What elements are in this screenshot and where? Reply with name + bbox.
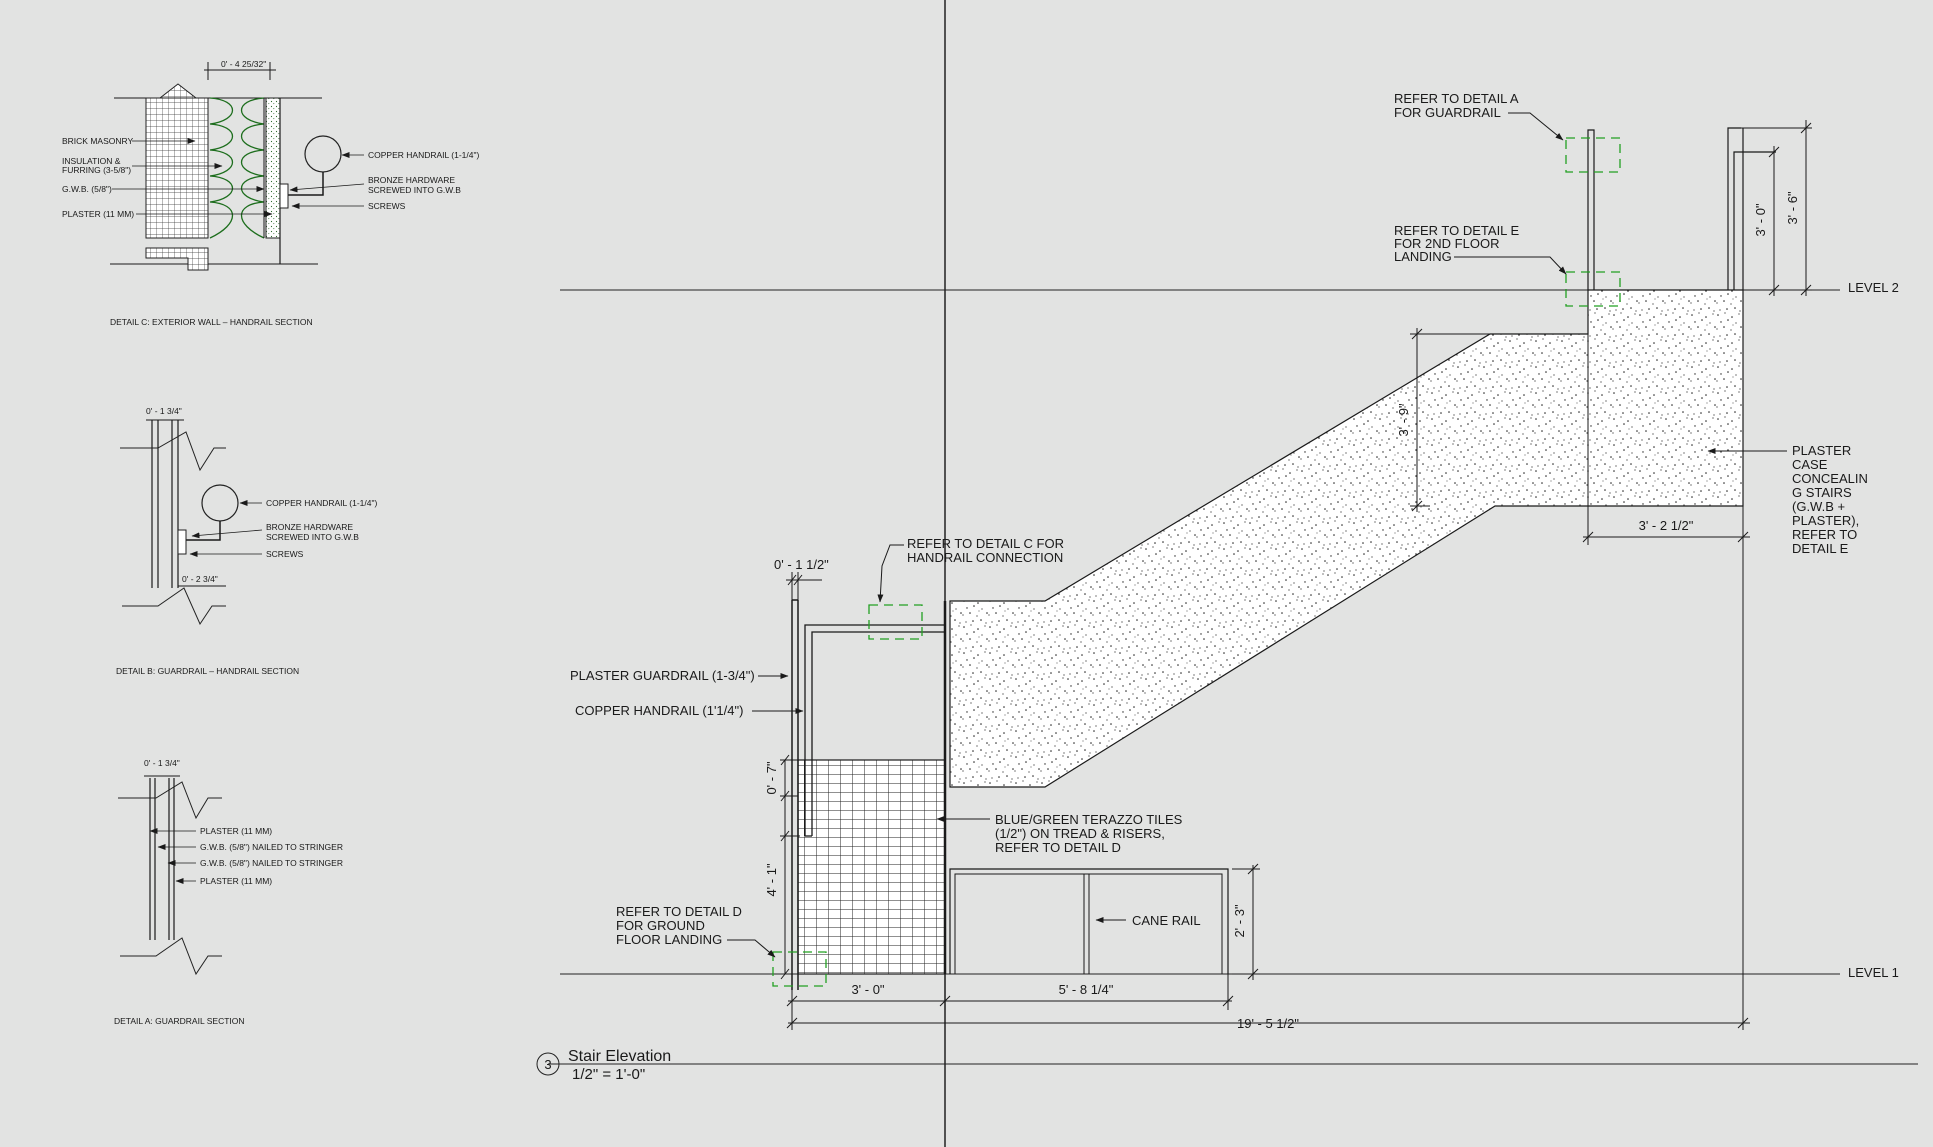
leader-detail-d xyxy=(727,939,776,958)
detail-c-label-plaster: PLASTER (11 MM) xyxy=(62,209,134,219)
note-plaster-guardrail: PLASTER GUARDRAIL (1-3/4") xyxy=(570,668,755,683)
dim-0-1-1-2: 0' - 1 1/2" xyxy=(774,557,829,572)
detail-c-label-hardware: BRONZE HARDWARE SCREWED INTO G.W.B xyxy=(368,175,461,195)
detail-b xyxy=(120,419,263,626)
note-copper-handrail: COPPER HANDRAIL (1'1/4") xyxy=(575,703,743,718)
level-2-label: LEVEL 2 xyxy=(1848,280,1899,295)
note-plaster-case: PLASTER CASE CONCEALIN G STAIRS (G.W.B +… xyxy=(1792,443,1871,556)
detail-c-dim: 0' - 4 25/32" xyxy=(221,59,266,69)
detail-b-dim-bottom: 0' - 2 3/4" xyxy=(182,574,218,584)
note-terrazzo: BLUE/GREEN TERAZZO TILES (1/2") ON TREAD… xyxy=(995,812,1186,855)
copper-handrail xyxy=(804,624,945,836)
detail-c-label-screws: SCREWS xyxy=(368,201,406,211)
leader-detail-a xyxy=(1508,112,1564,141)
title-number: 3 xyxy=(544,1057,551,1072)
detail-c-label-handrail: COPPER HANDRAIL (1-1/4") xyxy=(368,150,480,160)
leader-detail-e xyxy=(1454,256,1567,275)
detail-a-label-plaster-1: PLASTER (11 MM) xyxy=(200,826,272,836)
dim-3-9: 3' - 9" xyxy=(1396,403,1411,436)
note-detail-e: REFER TO DETAIL E FOR 2ND FLOOR LANDING xyxy=(1394,223,1523,264)
detail-a-caption: DETAIL A: GUARDRAIL SECTION xyxy=(114,1016,245,1026)
detail-a-dim: 0' - 1 3/4" xyxy=(144,758,180,768)
dim-0-7: 0' - 7" xyxy=(764,761,779,794)
detail-c-caption: DETAIL C: EXTERIOR WALL – HANDRAIL SECTI… xyxy=(110,317,313,327)
title-name: Stair Elevation xyxy=(568,1048,671,1065)
copper-handrail-inner xyxy=(811,631,945,836)
dimension-lines xyxy=(780,120,1812,1030)
title-marker-circle xyxy=(536,1052,560,1076)
detail-b-label-handrail: COPPER HANDRAIL (1-1/4") xyxy=(266,498,378,508)
detail-a xyxy=(118,775,222,976)
detail-e-callout-box xyxy=(1565,271,1621,307)
dim-3-0-bottom: 3' - 0" xyxy=(851,982,884,997)
leader-detail-c xyxy=(877,544,904,603)
title-scale: 1/2" = 1'-0" xyxy=(572,1066,645,1083)
stair-concrete-body xyxy=(949,289,1744,788)
terrazzo-tile-wall xyxy=(797,759,946,975)
detail-a-callout-box xyxy=(1565,137,1621,173)
detail-a-label-gwb-2: G.W.B. (5/8") NAILED TO STRINGER xyxy=(200,858,343,868)
detail-b-dim-top: 0' - 1 3/4" xyxy=(146,406,182,416)
note-cane-rail: CANE RAIL xyxy=(1132,913,1201,928)
detail-c xyxy=(110,62,365,271)
dim-3-2-1-2: 3' - 2 1/2" xyxy=(1639,518,1694,533)
detail-c-label-gwb: G.W.B. (5/8") xyxy=(62,184,112,194)
level-2-guardrail-post xyxy=(1587,129,1595,290)
detail-d-callout-box xyxy=(772,951,827,987)
note-detail-c: REFER TO DETAIL C FOR HANDRAIL CONNECTIO… xyxy=(907,536,1068,565)
dim-3-0-right: 3' - 0" xyxy=(1753,203,1768,236)
level-1-label: LEVEL 1 xyxy=(1848,965,1899,980)
cane-rail-frame xyxy=(949,868,1229,974)
level-2-end-rail xyxy=(1727,127,1741,290)
detail-b-caption: DETAIL B: GUARDRAIL – HANDRAIL SECTION xyxy=(116,666,299,676)
note-detail-a: REFER TO DETAIL A FOR GUARDRAIL xyxy=(1394,91,1521,120)
note-detail-d: REFER TO DETAIL D FOR GROUND FLOOR LANDI… xyxy=(616,904,746,947)
detail-a-label-plaster-2: PLASTER (11 MM) xyxy=(200,876,272,886)
detail-a-label-gwb-1: G.W.B. (5/8") NAILED TO STRINGER xyxy=(200,842,343,852)
detail-c-callout-box xyxy=(868,604,923,640)
dim-2-3: 2' - 3" xyxy=(1232,904,1247,937)
detail-c-label-insulation: INSULATION & FURRING (3-5/8") xyxy=(62,156,131,175)
dim-5-8-1-4: 5' - 8 1/4" xyxy=(1059,982,1114,997)
dim-4-1: 4' - 1" xyxy=(764,863,779,896)
dim-3-6: 3' - 6" xyxy=(1785,191,1800,224)
dim-19-5-1-2: 19' - 5 1/2" xyxy=(1237,1016,1299,1031)
detail-b-label-hardware: BRONZE HARDWARE SCREWED INTO G.W.B xyxy=(266,522,359,542)
detail-b-label-screws: SCREWS xyxy=(266,549,304,559)
detail-c-label-brick: BRICK MASONRY xyxy=(62,136,133,146)
level-2-end-rail-inner xyxy=(1733,151,1776,290)
